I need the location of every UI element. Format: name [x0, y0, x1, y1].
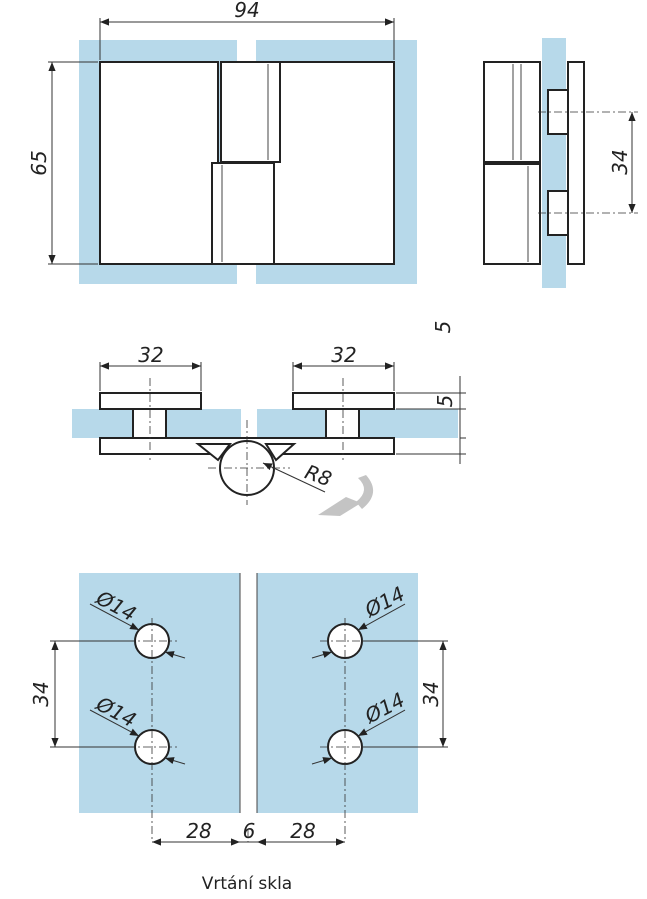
top-hinge-neck-right [264, 443, 297, 462]
left-offset-dimension-label: 28 [186, 819, 211, 843]
swing-arrow-head [318, 497, 361, 516]
side-body-upper [483, 61, 541, 163]
right-spacing-dimension-label: 34 [419, 681, 443, 706]
top-plate-right [292, 392, 395, 410]
radius-leader [262, 462, 326, 493]
gap-dimension-label: 6 [243, 819, 256, 843]
drill-glass-left [79, 573, 240, 813]
front-plate-right [273, 61, 395, 265]
height-dimension-label: 65 [27, 150, 51, 175]
right-plate-dimension-label: 32 [331, 343, 356, 367]
left-plate-dimension-label: 32 [138, 343, 163, 367]
drilling-view: Ø14 Ø14 Ø14 Ø14 34 34 28 6 28 Vrtání skl… [29, 573, 448, 894]
top-view: 5 R8 32 32 [72, 321, 466, 516]
side-glass [542, 38, 566, 288]
side-view: 34 [483, 38, 638, 288]
upper-thickness-label: 5 [431, 321, 455, 334]
side-clamp-plate [567, 61, 585, 265]
right-offset-dimension-label: 28 [290, 819, 315, 843]
side-body-lower [483, 163, 541, 265]
drill-glass-right [257, 573, 418, 813]
radius-label: R8 [302, 460, 335, 492]
front-hinge-upper [220, 61, 281, 163]
width-dimension-label: 94 [234, 0, 259, 22]
swing-arrow-body [356, 475, 374, 509]
left-spacing-dimension-label: 34 [29, 681, 53, 706]
front-plate-left [99, 61, 219, 265]
front-hinge-lower [211, 162, 275, 265]
top-hinge-neck-left [195, 443, 232, 462]
top-plate-left [99, 392, 202, 410]
glass-thickness-label: 5 [433, 395, 457, 408]
drilling-caption: Vrtání skla [202, 874, 292, 894]
top-bolt-right [325, 408, 360, 439]
front-view: 94 65 [27, 0, 417, 284]
top-bolt-left [132, 408, 167, 439]
side-spacing-dimension-label: 34 [608, 149, 632, 174]
